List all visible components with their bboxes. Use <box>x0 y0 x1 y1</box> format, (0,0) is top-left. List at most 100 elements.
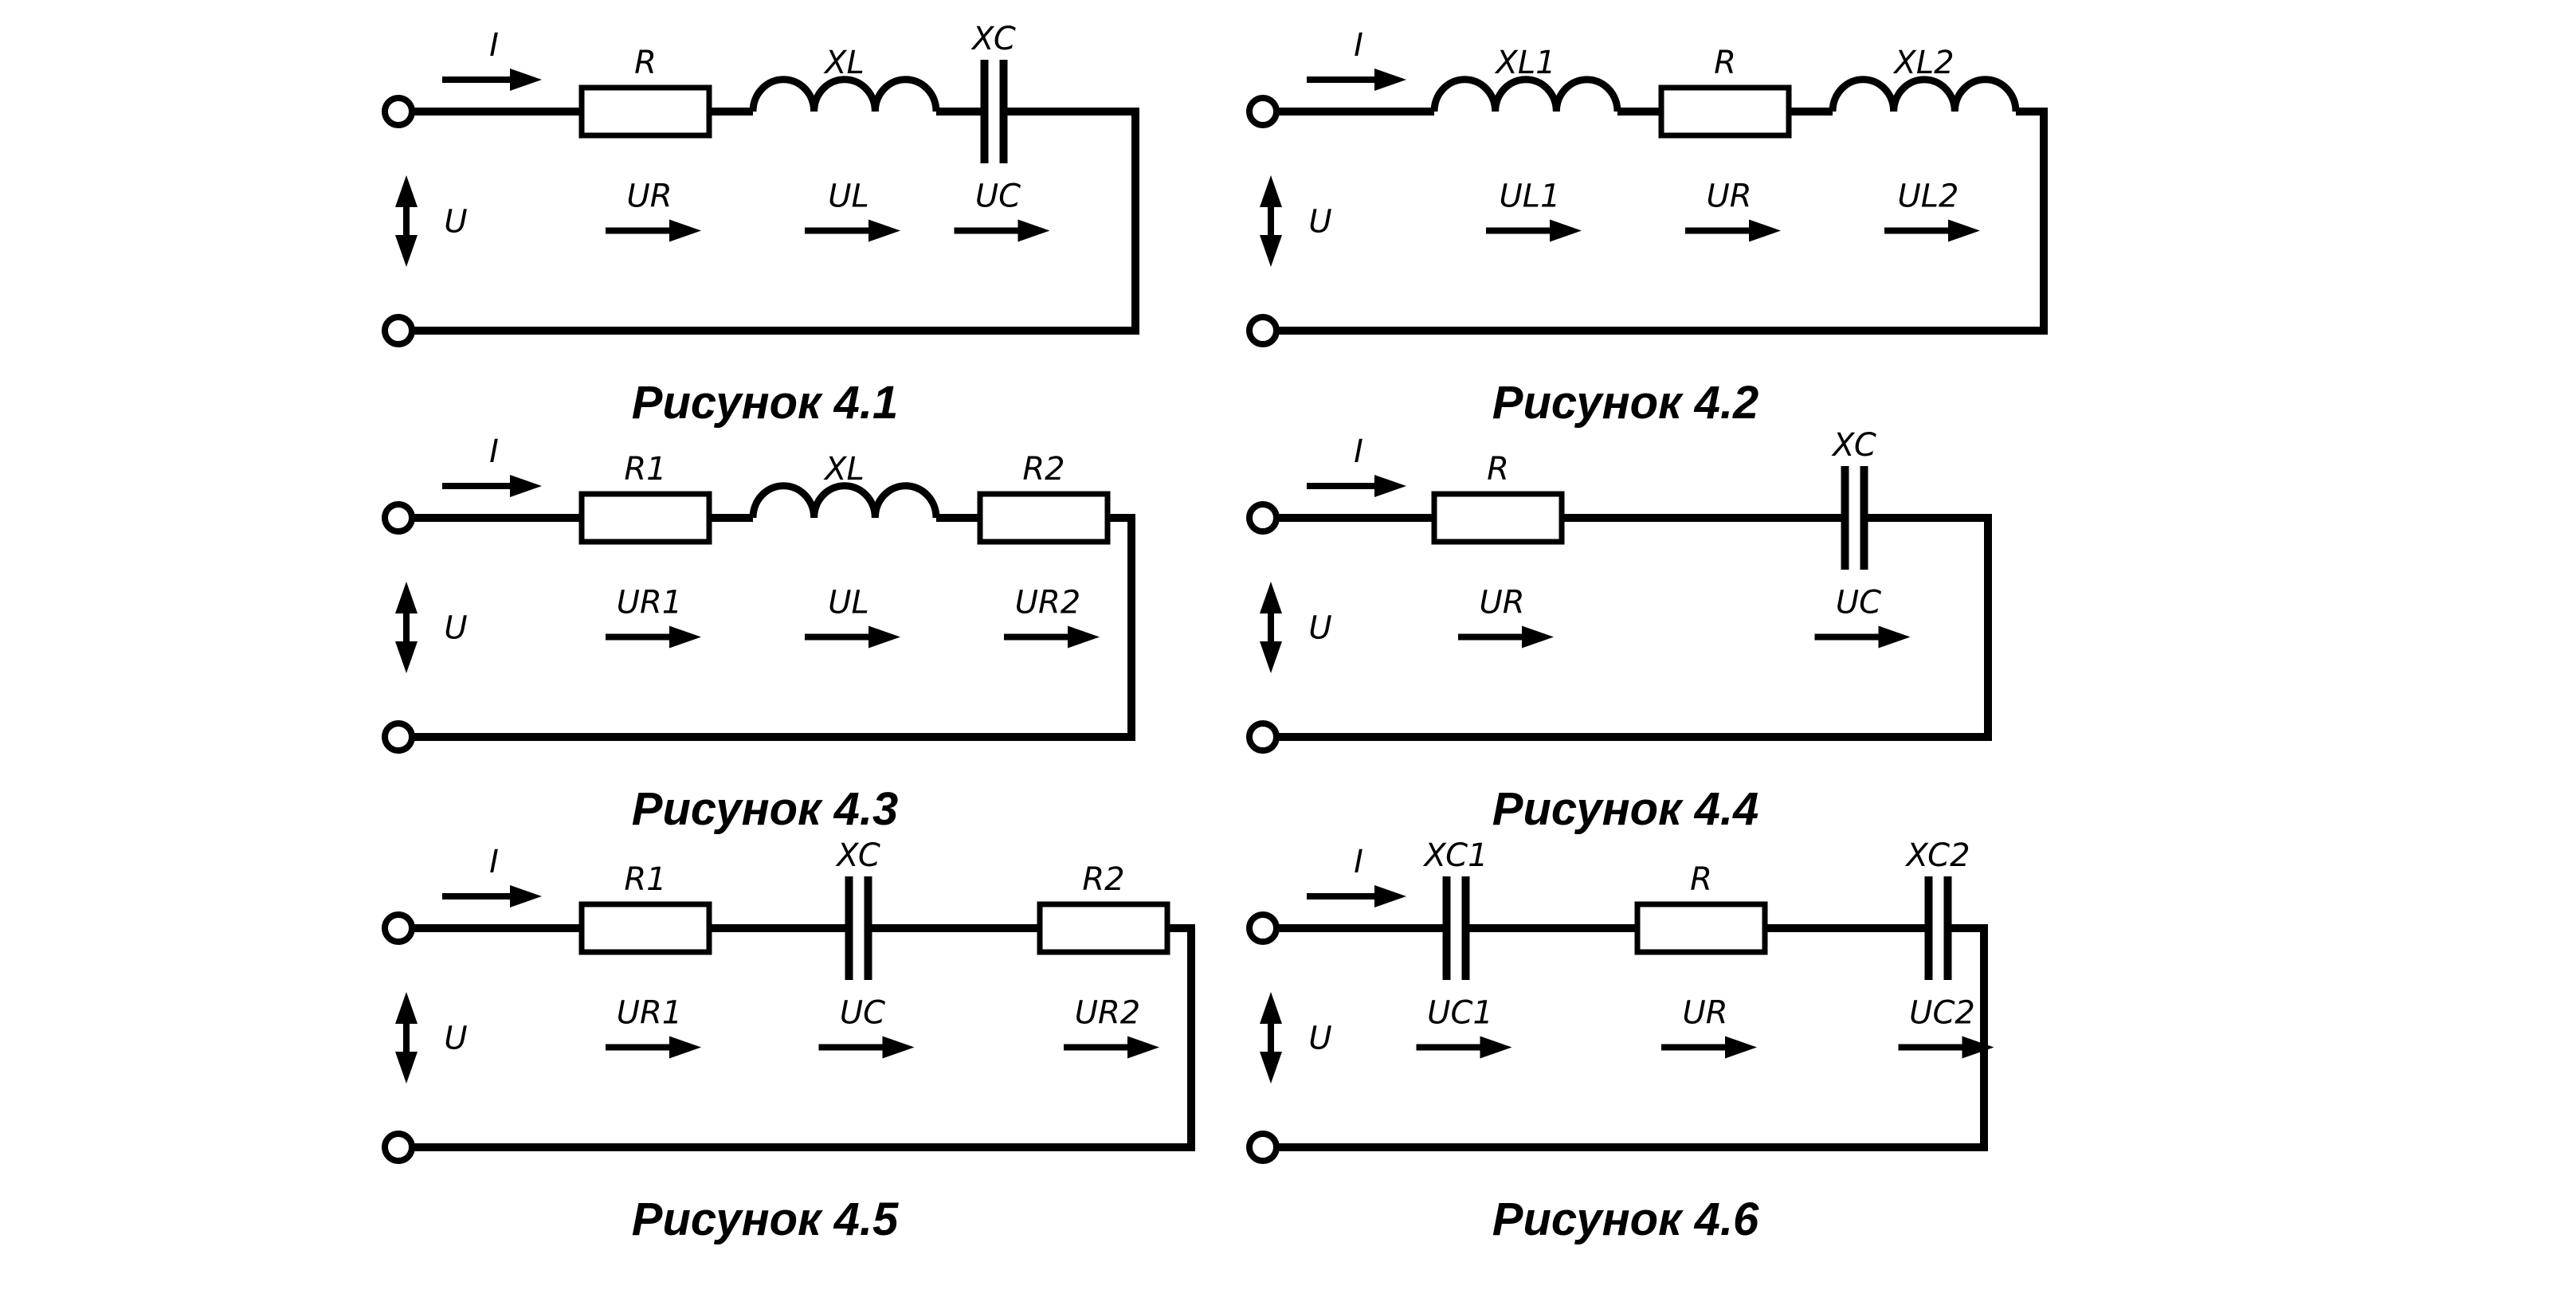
input-terminal-top <box>382 501 415 535</box>
element-label: R2 <box>1082 861 1124 898</box>
element-label: R2 <box>1022 451 1065 488</box>
voltage-drop-label: UL <box>828 585 869 621</box>
voltage-drop-label: UR2 <box>1075 995 1141 1032</box>
inductor-symbol <box>749 76 940 112</box>
voltage-drop-arrow-head <box>669 1036 701 1059</box>
current-arrow-head <box>510 885 542 907</box>
input-terminal-bottom <box>382 720 415 754</box>
voltage-drop-arrow-head <box>669 625 701 649</box>
element-label: R1 <box>624 451 666 488</box>
voltage-drop-arrow-head <box>1878 625 1911 649</box>
voltage-arrow <box>1260 992 1282 1084</box>
voltage-drop-arrow <box>1685 219 1781 242</box>
current-arrow <box>1307 475 1406 497</box>
input-terminal-top <box>1246 501 1280 535</box>
current-label: I <box>489 27 499 64</box>
voltage-arrow-head-up <box>1260 582 1282 613</box>
current-arrow-head <box>510 69 542 91</box>
voltage-drop-arrow <box>818 1036 915 1059</box>
figure-caption: Рисунок 4.5 <box>632 1193 899 1245</box>
capacitor-symbol <box>825 876 892 980</box>
voltage-arrow <box>1260 175 1282 267</box>
voltage-drop-arrow <box>606 625 701 649</box>
return-wire <box>398 924 1195 1151</box>
voltage-drop-arrow-head <box>1749 219 1781 242</box>
element-label: XC2 <box>1904 837 1970 874</box>
voltage-arrow-head-down <box>1260 641 1282 673</box>
voltage-drop-arrow-head <box>1068 625 1100 649</box>
voltage-drop-label: UC <box>975 178 1021 215</box>
return-wire <box>1263 108 2048 335</box>
voltage-drop-arrow <box>1004 625 1100 649</box>
current-arrow-head <box>1374 475 1406 497</box>
input-terminal-bottom <box>1246 314 1280 347</box>
figure-caption: Рисунок 4.4 <box>1492 783 1759 835</box>
return-wire <box>1263 514 1992 741</box>
resistor-symbol <box>578 491 712 545</box>
input-terminal-top <box>382 911 415 945</box>
voltage-label: U <box>444 1021 467 1057</box>
voltage-drop-arrow-head <box>1127 1036 1159 1059</box>
voltage-drop-arrow <box>1884 219 1980 242</box>
voltage-drop-arrow <box>954 219 1050 242</box>
current-arrow <box>442 885 542 907</box>
resistor-symbol <box>977 491 1111 545</box>
voltage-drop-label: UR2 <box>1015 585 1081 621</box>
inductor-symbol <box>1430 76 1621 112</box>
current-arrow-head <box>1374 885 1406 907</box>
input-terminal-bottom <box>382 1131 415 1164</box>
voltage-drop-label: UR1 <box>617 995 683 1032</box>
voltage-label: U <box>1308 610 1331 647</box>
voltage-drop-label: UR <box>1682 995 1727 1032</box>
input-terminal-bottom <box>382 314 415 347</box>
voltage-drop-arrow <box>1898 1036 1994 1059</box>
figure-caption: Рисунок 4.3 <box>632 783 898 835</box>
capacitor-symbol <box>1422 876 1490 980</box>
voltage-drop-arrow <box>805 625 900 649</box>
voltage-label: U <box>1308 204 1331 241</box>
voltage-drop-arrow <box>1661 1036 1757 1059</box>
return-wire <box>398 514 1135 741</box>
voltage-drop-arrow <box>606 1036 701 1059</box>
voltage-drop-arrow <box>805 219 900 242</box>
element-label: R <box>1487 451 1509 488</box>
voltage-drop-label: UR <box>1706 178 1751 215</box>
input-terminal-top <box>1246 95 1280 128</box>
voltage-arrow <box>395 582 418 673</box>
voltage-drop-arrow <box>1486 219 1582 242</box>
resistor-symbol <box>1431 491 1565 545</box>
voltage-arrow <box>1260 582 1282 673</box>
element-label: XC1 <box>1422 837 1488 874</box>
resistor-symbol <box>1658 84 1792 139</box>
resistor-symbol <box>1037 901 1170 955</box>
inductor-symbol <box>749 482 940 519</box>
voltage-arrow-head-down <box>395 641 418 673</box>
voltage-drop-label: UL2 <box>1897 178 1958 215</box>
element-label: XL <box>823 451 865 488</box>
voltage-arrow-head-down <box>395 1052 418 1084</box>
input-terminal-top <box>382 95 415 128</box>
capacitor-symbol <box>960 60 1028 163</box>
element-label: R <box>634 45 657 81</box>
figure-caption: Рисунок 4.6 <box>1492 1193 1759 1245</box>
voltage-drop-label: UR <box>1479 585 1524 621</box>
current-label: I <box>1354 433 1363 470</box>
voltage-drop-label: UC <box>1836 585 1881 621</box>
voltage-drop-arrow-head <box>1522 625 1554 649</box>
inductor-symbol <box>1829 76 2020 112</box>
voltage-drop-arrow <box>1064 1036 1159 1059</box>
current-arrow <box>442 475 542 497</box>
resistor-symbol <box>578 84 712 139</box>
resistor-symbol <box>1634 901 1768 955</box>
voltage-arrow-head-up <box>395 582 418 613</box>
element-label: XL1 <box>1494 45 1555 81</box>
voltage-arrow-head-down <box>395 235 418 267</box>
input-terminal-top <box>1246 911 1280 945</box>
current-label: I <box>489 433 499 470</box>
voltage-label: U <box>1308 1021 1331 1057</box>
